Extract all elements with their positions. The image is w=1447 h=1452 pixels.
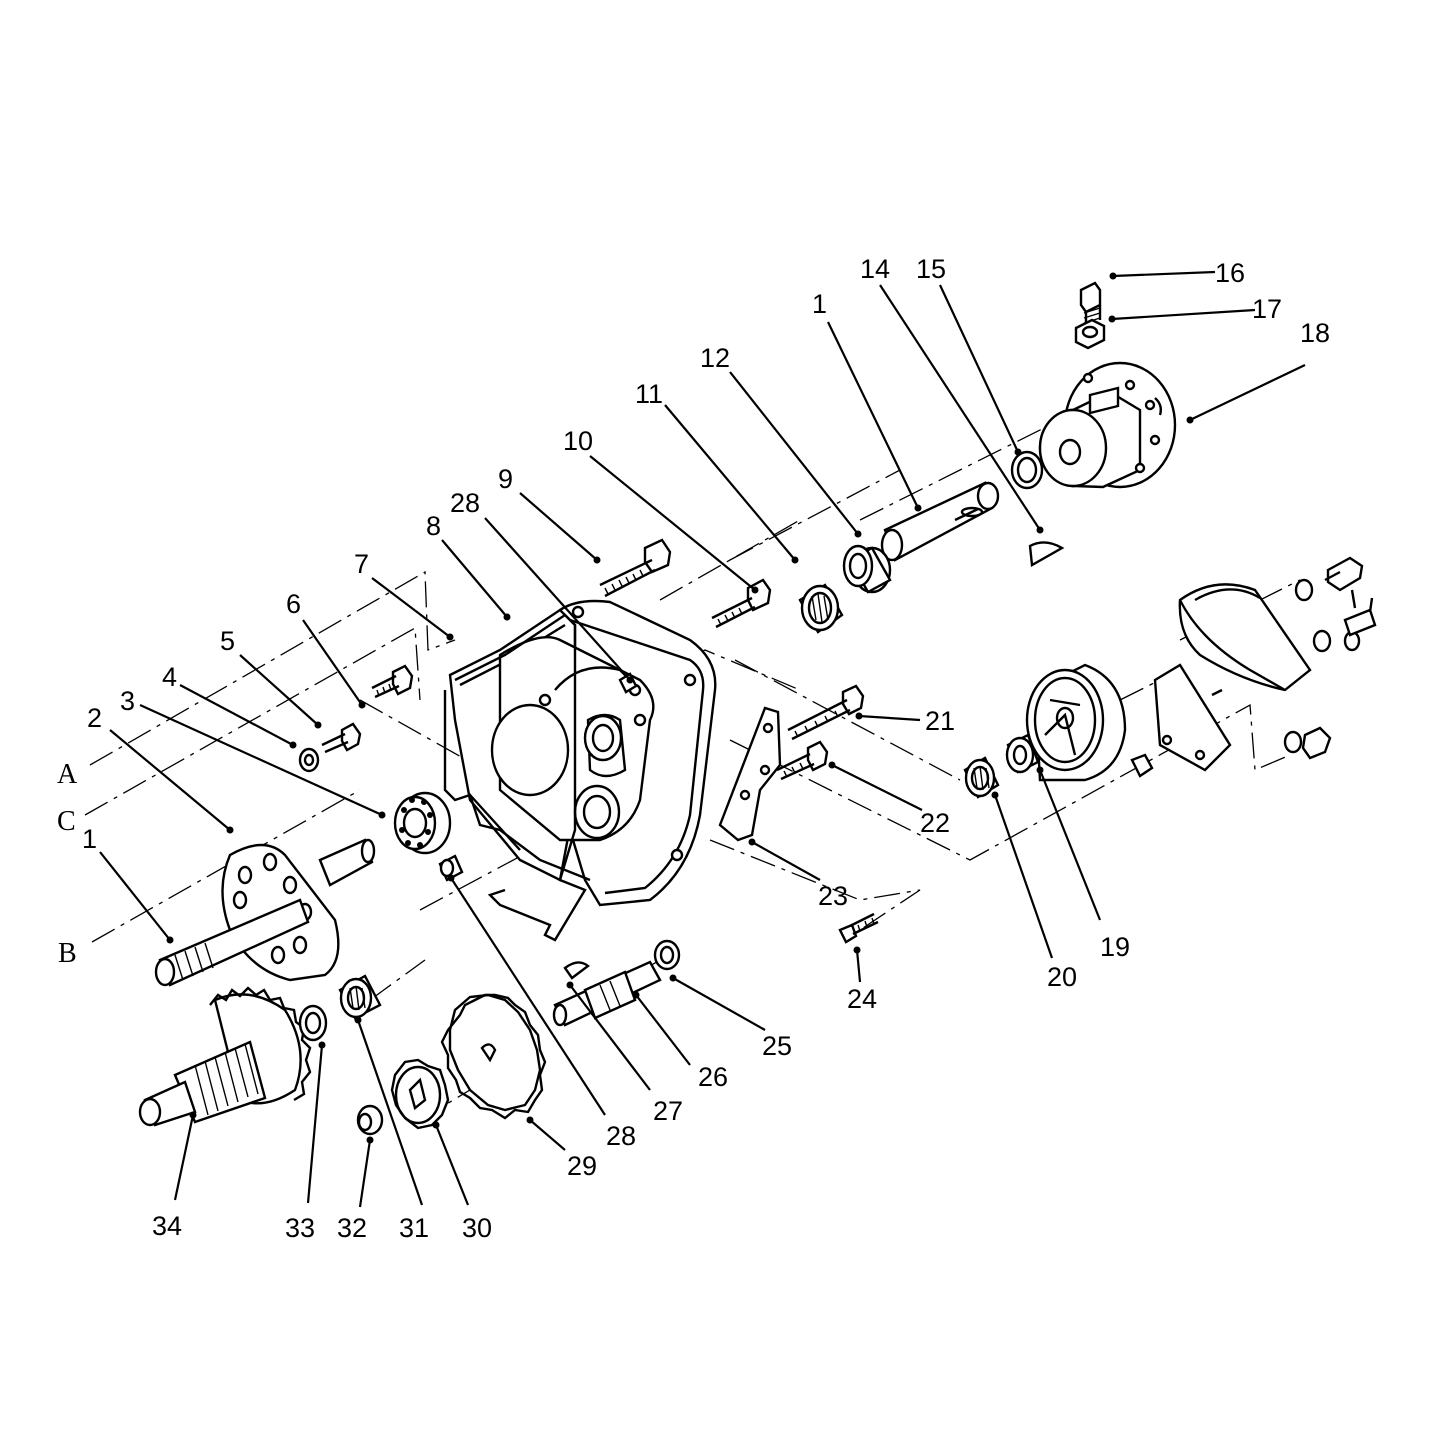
- callout-22: 22: [920, 808, 950, 838]
- part-25-washer: [653, 939, 681, 971]
- part-12-bushing: [842, 544, 892, 594]
- callout-10: 10: [563, 426, 593, 456]
- part-28-dowel-lower: [438, 854, 464, 882]
- part-29-large-gear: [440, 993, 547, 1120]
- callout-7: 7: [354, 549, 369, 579]
- callout-31: 31: [399, 1213, 429, 1243]
- part-19-sleeve: [1005, 733, 1040, 774]
- reference-letter-b: B: [58, 938, 77, 969]
- callout-14: 14: [860, 254, 890, 284]
- reference-letter-a: A: [57, 759, 78, 790]
- part-24-screw: [838, 912, 879, 944]
- part-10-bolt: [711, 578, 772, 629]
- part-30-small-gear: [390, 1058, 450, 1130]
- part-27-key: [563, 961, 590, 980]
- part-15-snap-ring: [1010, 450, 1044, 490]
- callout-5: 5: [220, 626, 235, 656]
- part-1-spline-shaft-lower: [154, 898, 310, 987]
- part-8-gear-case: [448, 599, 717, 907]
- callout-19: 19: [1100, 932, 1130, 962]
- part-9-long-bolt: [599, 538, 672, 598]
- callout-15: 15: [916, 254, 946, 284]
- callout-labels: 1 1 2 3 4 5 6 7 8 9 10 11 12 14 15 16 17…: [57, 254, 1330, 1243]
- idler-bracket: [1153, 663, 1232, 772]
- part-20-needle-bearing: [963, 756, 1000, 799]
- callout-27: 27: [653, 1096, 683, 1126]
- callout-8: 8: [426, 511, 441, 541]
- part-31-needle-bearing: [338, 974, 382, 1020]
- callout-24: 24: [847, 984, 877, 1014]
- part-17-nut: [1074, 318, 1106, 350]
- callout-23: 23: [818, 881, 848, 911]
- part-18-hub: [1038, 361, 1177, 489]
- part-32-spacer: [356, 1104, 384, 1136]
- callout-21: 21: [925, 706, 955, 736]
- part-33-snap-ring: [298, 1004, 328, 1042]
- callout-17: 17: [1252, 294, 1282, 324]
- part-14-key: [1028, 541, 1065, 567]
- callout-32: 32: [337, 1213, 367, 1243]
- part-6-bolt: [371, 664, 414, 699]
- callout-33: 33: [285, 1213, 315, 1243]
- callout-26: 26: [698, 1062, 728, 1092]
- part-16-bolt: [1079, 281, 1102, 325]
- part-22-bolt: [776, 740, 829, 781]
- callout-18: 18: [1300, 318, 1330, 348]
- reference-letter-c: C: [57, 806, 76, 837]
- pulley: [1025, 663, 1127, 782]
- callout-3: 3: [120, 686, 135, 716]
- callout-28-lower: 28: [606, 1121, 636, 1151]
- callout-4: 4: [162, 662, 177, 692]
- right-side-hardware: [1130, 556, 1377, 778]
- callout-25: 25: [762, 1031, 792, 1061]
- part-34-gear-shaft: [138, 986, 312, 1127]
- part-7-gasket: [443, 613, 591, 942]
- leader-lines: [99, 270, 1306, 1208]
- part-1-shaft-upper: [880, 481, 1000, 562]
- callout-20: 20: [1047, 962, 1077, 992]
- callout-34: 34: [152, 1211, 182, 1241]
- callout-29: 29: [567, 1151, 597, 1181]
- callout-16: 16: [1215, 258, 1245, 288]
- callout-11: 11: [635, 379, 663, 409]
- part-26-pinion-shaft: [552, 960, 662, 1027]
- part-3-ball-bearing: [393, 791, 452, 855]
- callout-30: 30: [462, 1213, 492, 1243]
- belt-guard: [1178, 583, 1312, 692]
- part-11-needle-bearing: [798, 583, 844, 634]
- callout-12: 12: [700, 343, 730, 373]
- callout-1-lower: 1: [82, 824, 97, 854]
- callout-28-upper: 28: [450, 488, 480, 518]
- callout-2: 2: [87, 703, 102, 733]
- callout-1-upper: 1: [812, 289, 827, 319]
- part-4-washer: [298, 747, 320, 773]
- part-23-bracket: [718, 706, 782, 842]
- leader-dots: [166, 272, 1194, 1144]
- part-21-bolt: [787, 684, 865, 741]
- callout-6: 6: [286, 589, 301, 619]
- part-5-screw: [321, 722, 362, 754]
- callout-9: 9: [498, 464, 513, 494]
